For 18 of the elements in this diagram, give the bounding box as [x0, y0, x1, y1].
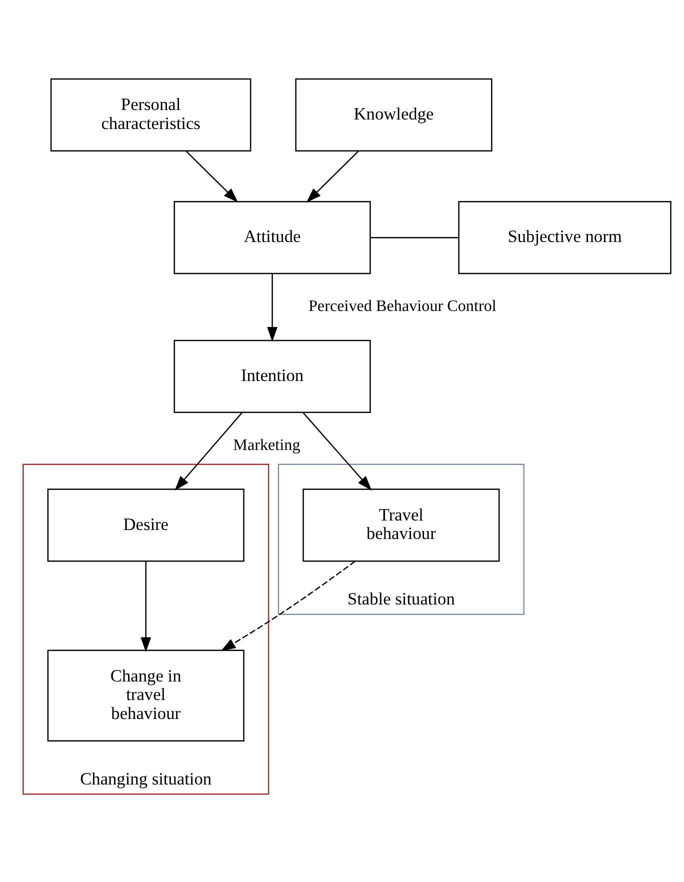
node-box: Personal characteristics: [50, 78, 252, 151]
arrow: [140, 560, 152, 652]
arrow: [302, 412, 372, 490]
node-box: Knowledge: [295, 78, 492, 151]
node-box: Change in travel behaviour: [47, 649, 244, 741]
node-box: Attitude: [174, 200, 371, 274]
arrow: [220, 560, 356, 651]
node-box: Subjective norm: [458, 200, 672, 274]
arrow: [186, 150, 238, 202]
arrow: [174, 412, 242, 490]
edge-label: Perceived Behaviour Control: [308, 298, 496, 315]
arrow: [267, 273, 278, 342]
arrow: [306, 150, 360, 202]
node-box: Desire: [47, 488, 244, 562]
edge-label: Marketing: [233, 436, 300, 454]
connector: [370, 236, 459, 238]
node-box: Intention: [174, 339, 371, 412]
node-box: Travel behaviour: [302, 488, 500, 562]
